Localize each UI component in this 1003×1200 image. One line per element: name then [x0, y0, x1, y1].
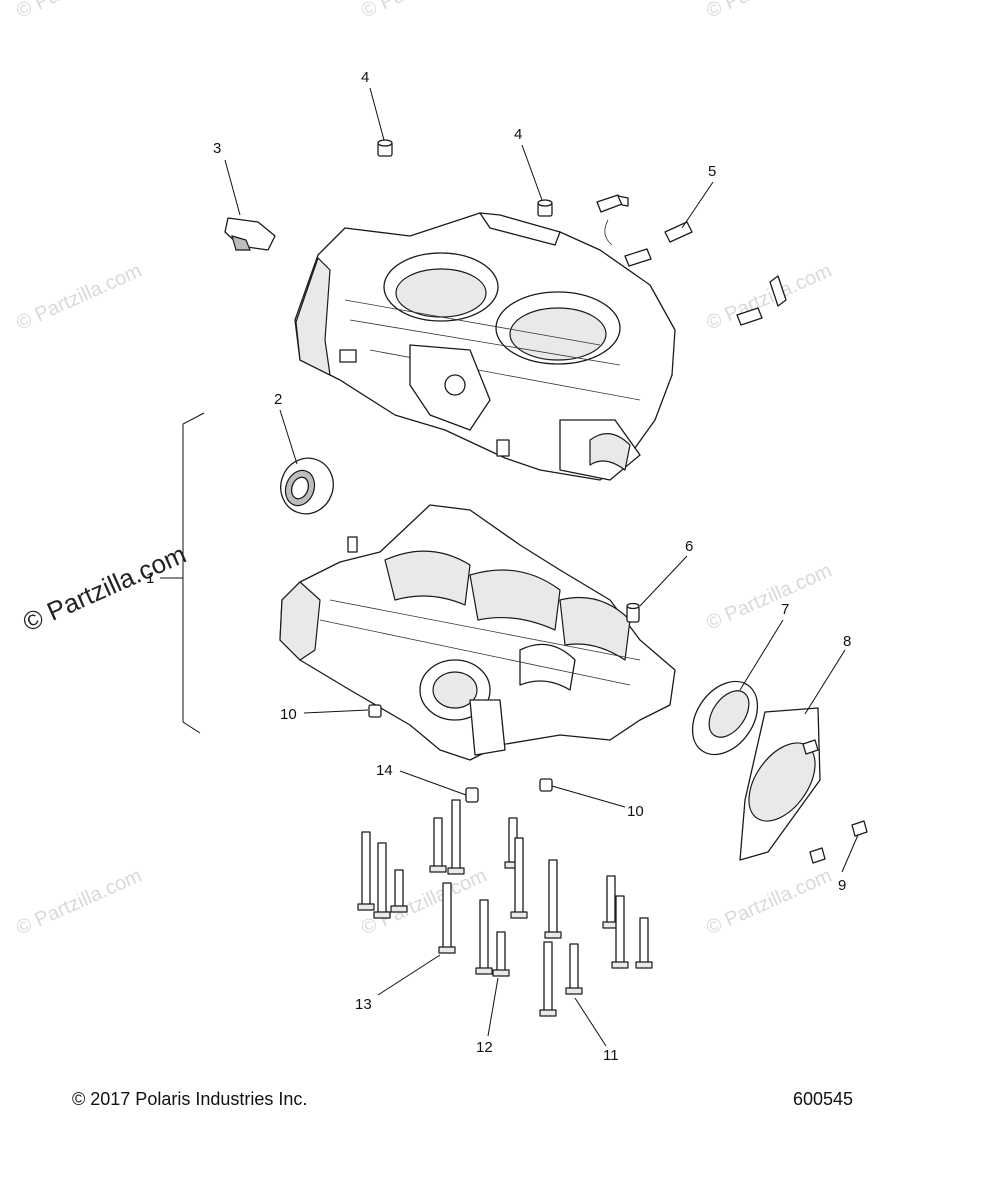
callout-12: 12: [476, 1039, 493, 1056]
callouts: 1 2 3 4 4 5 6 7 8 9 10 10 11 12 13 14: [146, 69, 851, 1064]
watermarks: © Partzilla.com © Partzilla.com © Partzi…: [13, 0, 835, 940]
watermark: © Partzilla.com: [13, 0, 145, 23]
lower-crankcase: [279, 504, 676, 761]
seal-part-7: [691, 680, 759, 756]
callout-3: 3: [213, 140, 221, 157]
seal-part-2: [280, 457, 334, 515]
callout-6: 6: [685, 538, 693, 555]
screw-part-14: [465, 787, 479, 803]
callout-2: 2: [274, 391, 282, 408]
watermark: © Partzilla.com: [358, 0, 490, 23]
figure-number: 600545: [793, 1089, 853, 1109]
copyright-text: © 2017 Polaris Industries Inc.: [72, 1089, 307, 1109]
callout-9: 9: [838, 877, 846, 894]
callout-11: 11: [603, 1047, 619, 1064]
callout-14: 14: [376, 762, 393, 779]
callout-7: 7: [781, 601, 789, 618]
cover-part-8: [739, 707, 821, 861]
callout-8: 8: [843, 633, 851, 650]
watermark: © Partzilla.com: [13, 260, 145, 335]
fittings-part-5: [596, 194, 787, 326]
callout-4: 4: [514, 126, 522, 143]
upper-crankcase: [294, 212, 676, 481]
screws-part-9: [802, 739, 868, 864]
watermark: © Partzilla.com: [703, 0, 835, 23]
bracket-line: [182, 412, 205, 734]
watermark: © Partzilla.com: [703, 560, 835, 635]
callout-10: 10: [627, 803, 644, 820]
callout-10: 10: [280, 706, 297, 723]
callout-1: 1: [146, 570, 154, 587]
callout-4: 4: [361, 69, 369, 86]
callout-13: 13: [355, 996, 372, 1013]
dowel-part-6: [626, 602, 640, 623]
leader-lines: [224, 87, 859, 1047]
dowels-part-10: [368, 704, 553, 792]
watermark-large: © Partzilla.com: [18, 539, 190, 638]
cap-part-4: [377, 139, 553, 217]
watermark: © Partzilla.com: [703, 865, 835, 940]
watermark: © Partzilla.com: [13, 865, 145, 940]
callout-5: 5: [708, 163, 716, 180]
watermark: © Partzilla.com: [703, 260, 835, 335]
sensor-part-3: [224, 217, 276, 251]
bolts: [357, 799, 653, 1017]
